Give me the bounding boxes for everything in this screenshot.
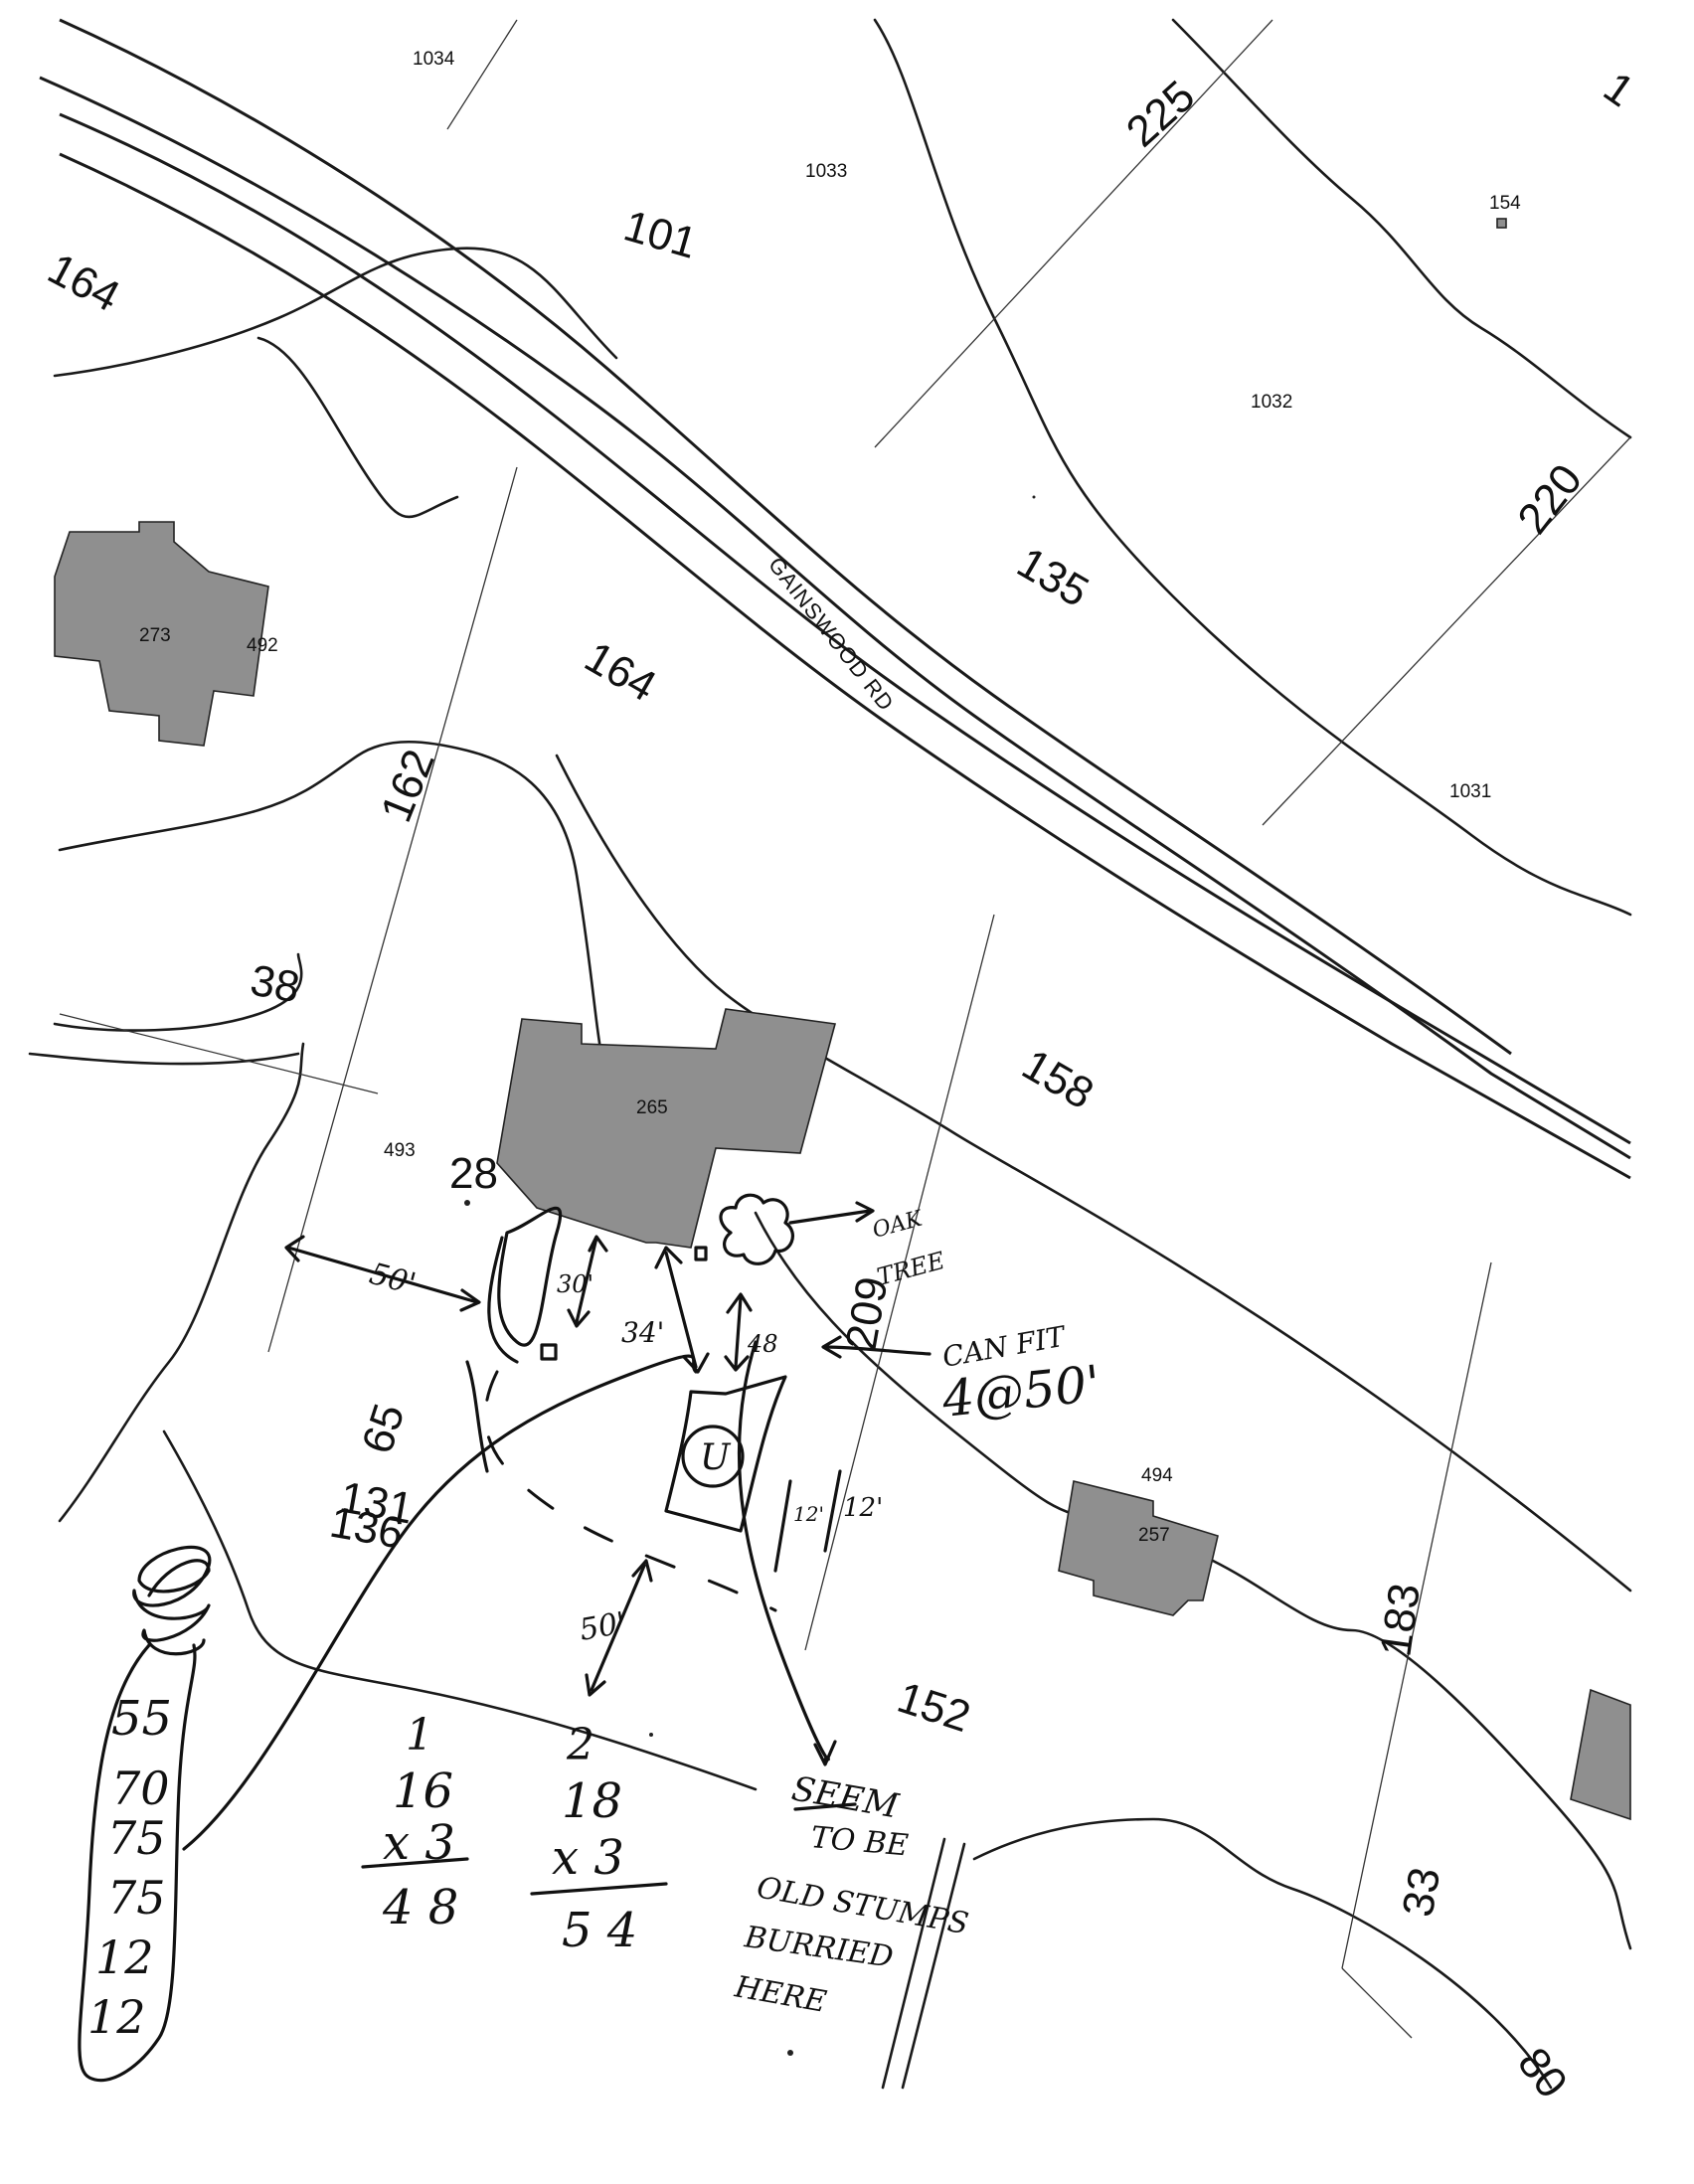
gainswood-road: [39, 18, 1631, 1180]
tally-5: 12: [95, 1931, 154, 1984]
scribble-icon: [132, 1545, 212, 1656]
calc1-line1: 1: [406, 1710, 433, 1761]
lot-257: 257: [1138, 1525, 1170, 1546]
property-lines: [59, 19, 1631, 2039]
road-name: GAINSWOOD RD: [763, 553, 899, 717]
calc2-line1: 2: [566, 1720, 594, 1770]
oak-label-1: OAK: [870, 1206, 927, 1244]
contour-225: 225: [1117, 72, 1204, 157]
stumps-line5: HERE: [732, 1969, 829, 2020]
tally-3: 75: [107, 1811, 166, 1865]
contour-135: 135: [1009, 538, 1097, 616]
calc1-line4: 4 8: [382, 1880, 458, 1935]
contour-65: 65: [353, 1398, 415, 1459]
tally-2: 70: [111, 1762, 170, 1815]
contour-38: 38: [247, 956, 303, 1013]
lot-1031: 1031: [1449, 781, 1491, 802]
lot-1033: 1033: [805, 161, 847, 182]
contour-162: 162: [372, 743, 444, 828]
lot-1032: 1032: [1251, 392, 1292, 413]
contour-158: 158: [1014, 1040, 1101, 1118]
lot-1034: 1034: [413, 49, 455, 70]
contour-80: 80: [1508, 2039, 1577, 2107]
dist-50-left: 50': [366, 1257, 420, 1302]
dist-12b: 12': [843, 1493, 883, 1523]
contour-183: 183: [1371, 1581, 1430, 1660]
map-labels: GAINSWOOD RD 1034 1033 1032 1031 154 273…: [40, 49, 1642, 2107]
dist-30: 30': [557, 1270, 593, 1298]
calc2-line2: 18: [562, 1773, 622, 1829]
dist-12: 12': [793, 1502, 824, 1526]
contour-220: 220: [1508, 455, 1592, 543]
calc2-line4: 5 4: [562, 1903, 637, 1958]
building-257: [1058, 1480, 1219, 1616]
contour-28: 28: [449, 1149, 498, 1198]
tally-1: 55: [111, 1691, 172, 1747]
buildings: [54, 218, 1631, 1821]
tally-6: 12: [87, 1990, 146, 2044]
calc1-line3: x 3: [383, 1815, 455, 1871]
lot-494: 494: [1141, 1465, 1173, 1486]
stumps-line4: BURRIED: [742, 1920, 896, 1975]
calc2-line3: x 3: [552, 1830, 624, 1886]
dist-48: 48: [747, 1330, 778, 1358]
lot-273: 273: [139, 625, 171, 646]
contour-lines: [28, 18, 1632, 2090]
contour-164-top: 164: [40, 245, 127, 322]
contour-33: 33: [1394, 1864, 1450, 1921]
dist-50-bottom: 50': [577, 1605, 628, 1648]
lot-154: 154: [1489, 193, 1521, 214]
oak-tree-icon: [719, 1193, 794, 1265]
stumps-line2: TO BE: [809, 1820, 910, 1863]
contour-101: 101: [618, 202, 702, 268]
tally-outline: [78, 1643, 197, 2083]
contour-164: 164: [577, 632, 664, 711]
calc1-line2: 16: [393, 1764, 453, 1819]
scan-specks: [464, 495, 1036, 2056]
building-273: [54, 521, 269, 747]
building-265: [496, 1008, 837, 1249]
stumps-line1: SEEM: [788, 1768, 902, 1826]
hand-markup: [78, 1193, 966, 2090]
marker-box-2: [694, 1246, 708, 1261]
oak-label-2: TREE: [874, 1247, 947, 1291]
building-partial-right: [1570, 1688, 1631, 1821]
lot-493: 493: [384, 1140, 416, 1161]
tank-circle: [681, 1425, 745, 1488]
marker-154: [1496, 218, 1507, 229]
marker-box-1: [540, 1343, 558, 1361]
contour-152: 152: [892, 1673, 976, 1742]
lot-265: 265: [636, 1097, 668, 1118]
tank-mark: U: [700, 1437, 732, 1478]
tally-4: 75: [107, 1871, 166, 1925]
lot-492: 492: [247, 635, 278, 656]
dist-34: 34': [621, 1316, 664, 1349]
contour-partial: 1: [1595, 63, 1642, 116]
